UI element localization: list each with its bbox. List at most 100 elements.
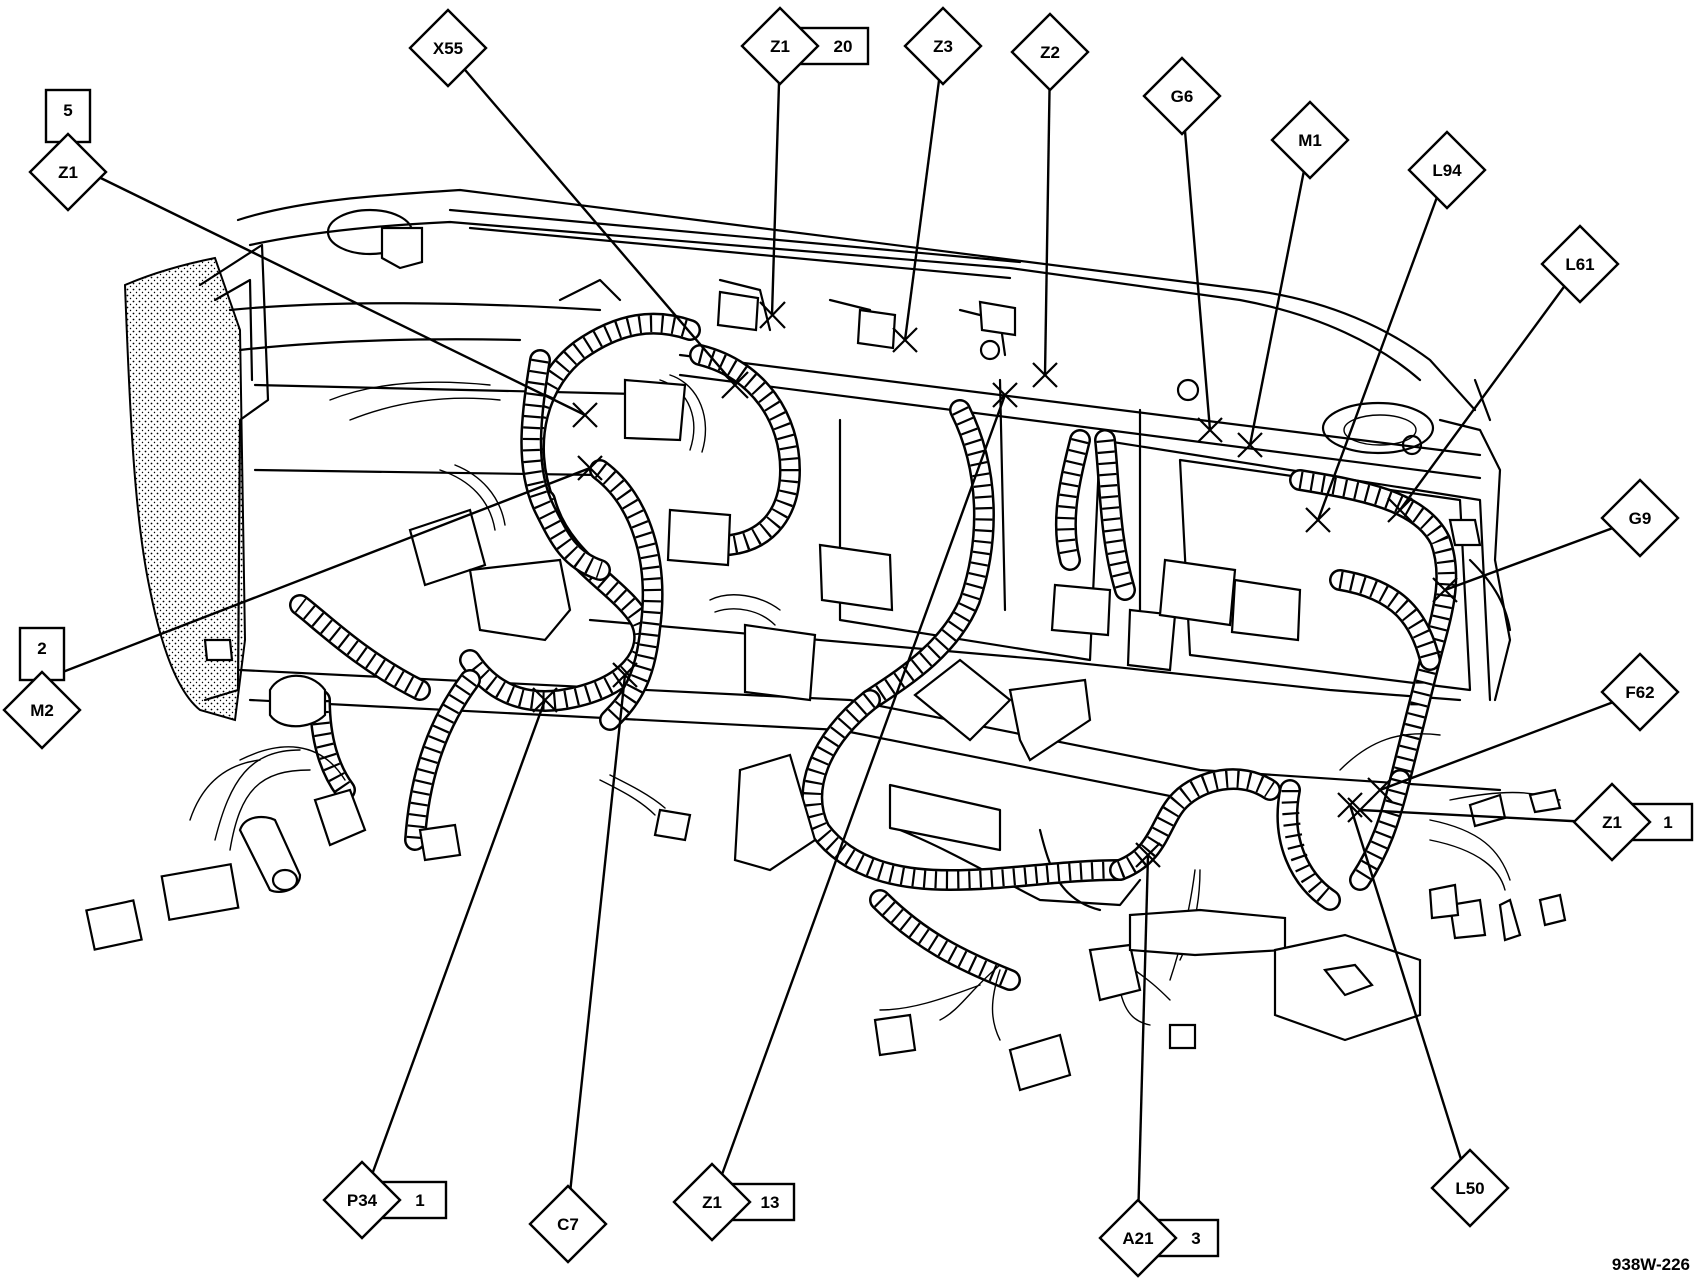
callout-g9-code: G9 xyxy=(1629,509,1652,528)
callout-l50: L50 xyxy=(1430,1148,1510,1228)
callout-p34: P34 1 xyxy=(322,1160,448,1240)
callout-z1-20-code: Z1 xyxy=(770,37,790,56)
connectors xyxy=(85,378,1567,1092)
callout-z1-1-code: Z1 xyxy=(1602,813,1622,832)
callout-l61: L61 xyxy=(1540,224,1620,304)
callout-l94: L94 xyxy=(1407,130,1487,210)
callout-p34-code: P34 xyxy=(347,1191,378,1210)
callout-z2-code: Z2 xyxy=(1040,43,1060,62)
callout-f62-diamond xyxy=(1600,652,1680,732)
callout-z1-5: 5 Z1 xyxy=(28,88,108,212)
leader-p34 xyxy=(360,699,547,1203)
leader-m1 xyxy=(1248,139,1312,446)
right-end-bracket-2 xyxy=(1468,378,1512,632)
leader-lines xyxy=(41,49,1641,1223)
callout-l94-diamond xyxy=(1407,130,1487,210)
leader-z3 xyxy=(903,49,945,341)
callout-z2-diamond xyxy=(1010,12,1090,92)
callout-m1-code: M1 xyxy=(1298,131,1322,150)
leader-l50 xyxy=(1348,804,1472,1189)
callout-z2: Z2 xyxy=(1010,12,1090,92)
leader-m2 xyxy=(41,466,591,682)
callout-z1-1-count: 1 xyxy=(1663,813,1672,832)
callout-z1-5-code: Z1 xyxy=(58,163,78,182)
callout-x55-diamond xyxy=(408,8,488,88)
instrument-panel-artwork xyxy=(85,188,1567,1092)
callout-x55: X55 xyxy=(408,8,488,88)
callout-l50-diamond xyxy=(1430,1148,1510,1228)
retainer-top-center xyxy=(716,290,760,332)
leader-x55 xyxy=(447,49,736,386)
callout-z1-5-diamond xyxy=(28,132,108,212)
callout-z1-20-count: 20 xyxy=(834,37,853,56)
dash-top-outline xyxy=(236,188,1477,412)
figure-number: 938W-226 xyxy=(1612,1255,1690,1274)
leader-f62 xyxy=(1379,690,1641,792)
leader-z2 xyxy=(1043,59,1052,376)
dash-top-rear xyxy=(228,302,602,352)
cross-car-beam-upper xyxy=(678,353,1482,480)
callout-m2-code: M2 xyxy=(30,701,54,720)
leader-g6 xyxy=(1180,94,1212,431)
callout-m2-diamond xyxy=(2,670,82,750)
callout-c7-diamond xyxy=(528,1184,608,1264)
bolt-g6 xyxy=(1176,378,1200,402)
leader-l94 xyxy=(1316,169,1449,521)
callout-z1-20-diamond xyxy=(740,6,820,86)
callout-z1-13: Z1 13 xyxy=(672,1162,796,1242)
callout-z3-code: Z3 xyxy=(933,37,953,56)
leader-z1-5 xyxy=(67,160,586,417)
callout-c7-code: C7 xyxy=(557,1215,579,1234)
harness-looms xyxy=(289,312,1458,991)
leader-z1-20 xyxy=(770,49,782,316)
center-stack-frame xyxy=(838,418,1492,702)
callout-x55-code: X55 xyxy=(433,39,463,58)
leader-z1-13 xyxy=(710,394,1007,1203)
callout-p34-diamond xyxy=(322,1160,402,1240)
breakout-marks xyxy=(532,301,1458,868)
callout-z1-13-diamond xyxy=(672,1162,752,1242)
callout-z1-5-count: 5 xyxy=(63,101,72,120)
left-speaker-bracket xyxy=(380,226,424,270)
callout-a21-count: 3 xyxy=(1191,1229,1200,1248)
callout-g6: G6 xyxy=(1142,56,1222,136)
callout-l61-code: L61 xyxy=(1565,255,1594,274)
center-stack-frame-2 xyxy=(998,378,1142,642)
callout-z1-13-code: Z1 xyxy=(702,1193,722,1212)
right-speaker-pod xyxy=(1321,401,1435,455)
lower-dash-rail-2 xyxy=(588,618,1462,702)
upper-retainer-tabs xyxy=(558,278,1007,357)
callout-a21-diamond xyxy=(1098,1198,1178,1278)
callout-l94-code: L94 xyxy=(1432,161,1462,180)
callout-m2: 2 M2 xyxy=(2,626,82,750)
wire-bundles xyxy=(189,374,1561,1041)
callout-z3-diamond xyxy=(903,6,983,86)
right-end-bracket xyxy=(1438,418,1512,702)
callout-g9: G9 xyxy=(1600,478,1680,558)
callout-a21: A21 3 xyxy=(1098,1198,1220,1278)
leader-z1-1 xyxy=(1359,808,1591,824)
callout-f62-code: F62 xyxy=(1625,683,1654,702)
defroster-duct xyxy=(448,208,1022,280)
callout-a21-code: A21 xyxy=(1122,1229,1153,1248)
callout-m1-diamond xyxy=(1270,100,1350,180)
callout-l61-diamond xyxy=(1540,224,1620,304)
retainer-z3 xyxy=(856,308,897,350)
callout-z3: Z3 xyxy=(903,6,983,86)
left-bracket-inner xyxy=(213,278,254,382)
retainer-z2 xyxy=(978,300,1017,337)
left-dash-end-cap xyxy=(123,256,247,722)
callout-g6-diamond xyxy=(1142,56,1222,136)
dash-top-inner xyxy=(248,220,1422,382)
callout-g9-diamond xyxy=(1600,478,1680,558)
callout-z1-20: Z1 20 xyxy=(740,6,870,86)
leader-c7 xyxy=(566,674,627,1213)
leader-a21 xyxy=(1136,854,1150,1223)
right-speaker-pod-inner xyxy=(1343,414,1417,446)
bolt-center xyxy=(979,339,1001,361)
callout-l50-code: L50 xyxy=(1455,1179,1484,1198)
callout-f62: F62 xyxy=(1600,652,1680,732)
callout-z1-13-count: 13 xyxy=(761,1193,780,1212)
